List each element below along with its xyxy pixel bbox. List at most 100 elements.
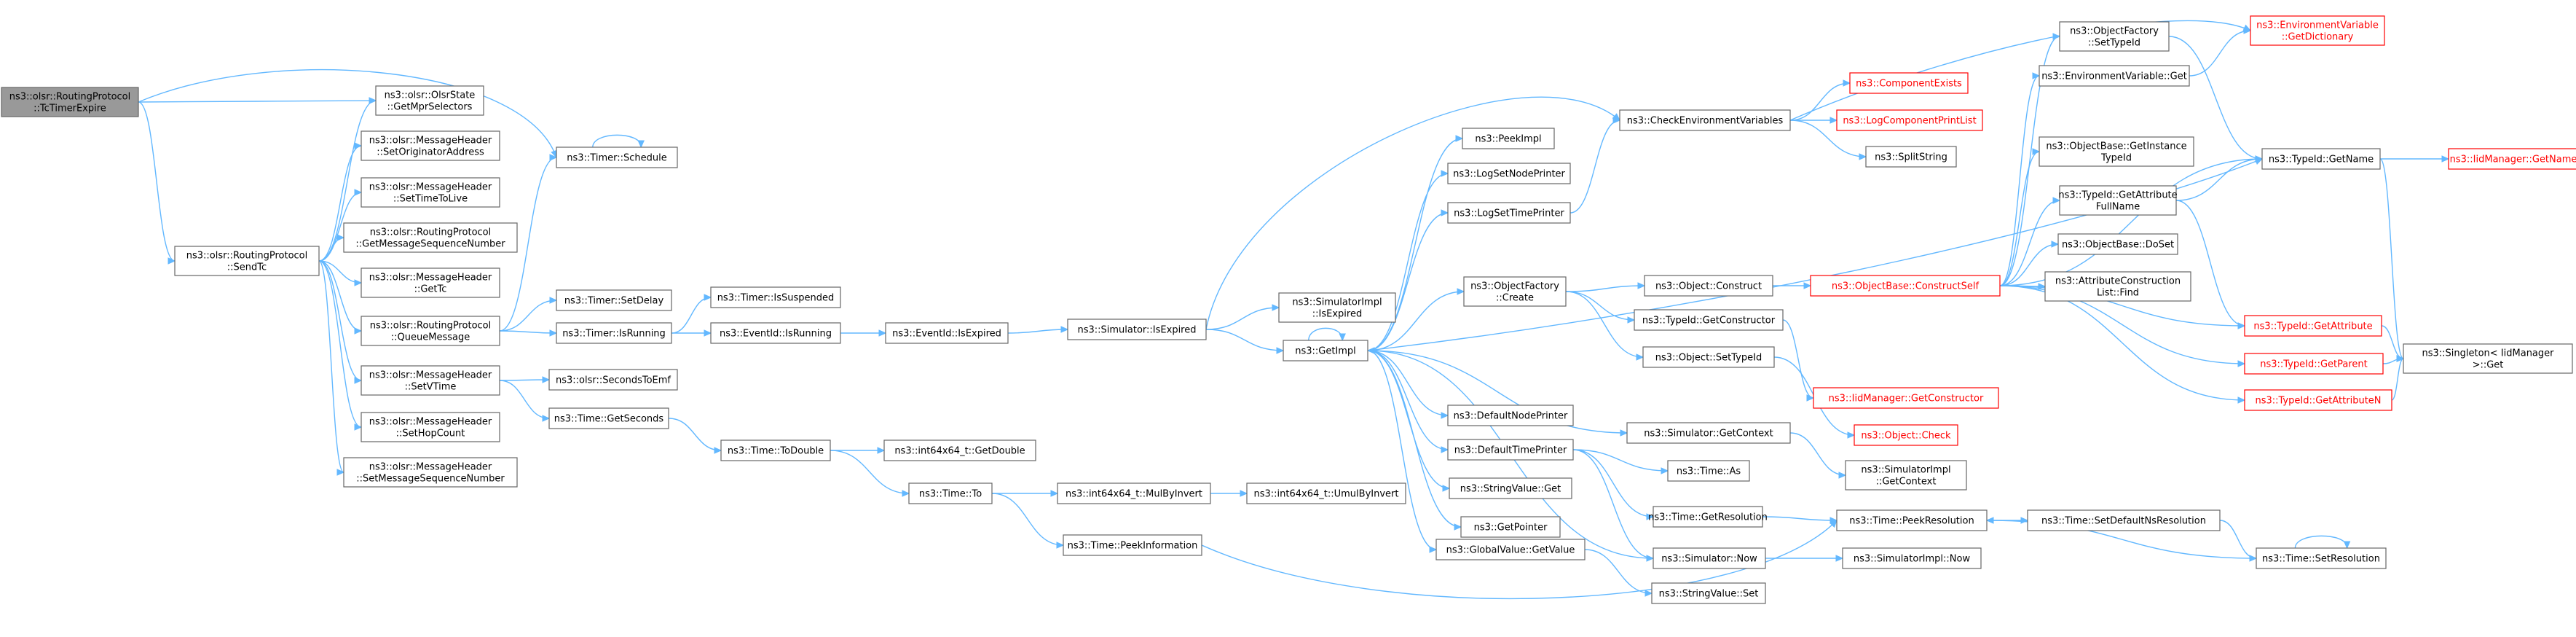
call-graph-node-sendtc[interactable]: ns3::olsr::RoutingProtocol::SendTc	[174, 246, 320, 276]
call-graph-node-typegetattr[interactable]: ns3::TypeId::GetAttribute	[2244, 315, 2382, 337]
call-graph-node-simnow[interactable]: ns3::Simulator::Now	[1653, 547, 1766, 569]
call-graph-node-simimplexpired[interactable]: ns3::SimulatorImpl::IsExpired	[1278, 292, 1396, 323]
call-graph-node-secemf[interactable]: ns3::olsr::SecondsToEmf	[548, 369, 678, 391]
node-box	[710, 286, 841, 308]
call-graph-node-setorig[interactable]: ns3::olsr::MessageHeader::SetOriginatorA…	[361, 130, 500, 161]
call-graph-node-peekinfo[interactable]: ns3::Time::PeekInformation	[1063, 534, 1202, 556]
call-graph-node-schedule[interactable]: ns3::Timer::Schedule	[556, 146, 678, 168]
node-label-line: ns3::Time::As	[1677, 466, 1741, 477]
node-label-line: ns3::Simulator::IsExpired	[1077, 325, 1196, 336]
call-graph-node-peekres[interactable]: ns3::Time::PeekResolution	[1836, 509, 1988, 531]
call-graph-node-issuspended[interactable]: ns3::Timer::IsSuspended	[710, 286, 841, 308]
node-label-line: ns3::EventId::IsRunning	[720, 329, 832, 340]
call-graph-node-sethop[interactable]: ns3::olsr::MessageHeader::SetHopCount	[361, 412, 500, 442]
call-graph-node-objsettype[interactable]: ns3::Object::SetTypeId	[1642, 346, 1775, 368]
node-label-line: ::GetDictionary	[2282, 32, 2354, 43]
call-graph-node-splitstring[interactable]: ns3::SplitString	[1865, 146, 1957, 168]
call-edge-isrunning-to-issuspended	[671, 294, 712, 334]
call-graph-node-int64getdouble[interactable]: ns3::int64x64_t::GetDouble	[883, 439, 1036, 461]
call-graph-node-typegetattrn[interactable]: ns3::TypeId::GetAttributeN	[2244, 389, 2392, 411]
call-graph-node-objconstruct[interactable]: ns3::Object::Construct	[1644, 275, 1773, 297]
call-graph-node-isrunning[interactable]: ns3::Timer::IsRunning	[556, 322, 672, 344]
call-edge-sendtc-to-getmsgseq	[318, 234, 345, 262]
node-box	[2027, 509, 2221, 531]
call-graph-node-gettc[interactable]: ns3::olsr::MessageHeader::GetTc	[361, 267, 500, 298]
node-label-line: ns3::TypeId::GetAttribute	[2253, 321, 2372, 332]
call-graph-node-peekimpl[interactable]: ns3::PeekImpl	[1462, 128, 1555, 149]
call-graph-node-typegetname[interactable]: ns3::TypeId::GetName	[2261, 148, 2381, 170]
node-label-line: ns3::ObjectFactory	[1470, 281, 1559, 292]
call-graph-node-root[interactable]: ns3::olsr::RoutingProtocol::TcTimerExpir…	[1, 87, 139, 117]
call-edge-sendtc-to-setmsgseq	[318, 260, 345, 476]
call-graph-node-simgetctx[interactable]: ns3::Simulator::GetContext	[1626, 422, 1791, 444]
node-box	[1651, 582, 1766, 604]
node-box	[361, 412, 500, 442]
call-graph-node-getres[interactable]: ns3::Time::GetResolution	[1648, 506, 1768, 528]
call-graph-node-compexists[interactable]: ns3::ComponentExists	[1849, 72, 1969, 94]
call-graph-node-setttl[interactable]: ns3::olsr::MessageHeader::SetTimeToLive	[361, 177, 500, 208]
call-graph-node-setmsgseq[interactable]: ns3::olsr::MessageHeader::SetMessageSequ…	[343, 457, 518, 488]
call-graph-node-getpointer[interactable]: ns3::GetPointer	[1460, 516, 1561, 538]
call-graph-node-envget[interactable]: ns3::EnvironmentVariable::Get	[2039, 65, 2190, 87]
call-graph-node-timeas[interactable]: ns3::Time::As	[1667, 460, 1750, 482]
call-graph-node-umulbyinvert[interactable]: ns3::int64x64_t::UmulByInvert	[1246, 482, 1406, 504]
call-graph-node-simisexpired[interactable]: ns3::Simulator::IsExpired	[1067, 318, 1207, 340]
call-graph-node-evexpired[interactable]: ns3::EventId::IsExpired	[885, 322, 1009, 344]
node-label-line: ::GetMessageSequenceNumber	[355, 239, 505, 250]
call-graph-node-strvalset[interactable]: ns3::StringValue::Set	[1651, 582, 1766, 604]
call-graph-node-setdefres[interactable]: ns3::Time::SetDefaultNsResolution	[2027, 509, 2221, 531]
node-box	[1447, 202, 1571, 224]
call-graph-node-singleton[interactable]: ns3::Singleton< IidManager >::Get	[2403, 343, 2573, 374]
node-label-line: ns3::ObjectBase::GetInstance	[2046, 141, 2186, 152]
call-graph-node-simimplctx[interactable]: ns3::SimulatorImpl::GetContext	[1845, 460, 1967, 491]
call-graph-node-checkenv[interactable]: ns3::CheckEnvironmentVariables	[1619, 109, 1791, 131]
call-graph-node-typegetctor[interactable]: ns3::TypeId::GetConstructor	[1634, 309, 1784, 331]
call-graph-node-typegetparent[interactable]: ns3::TypeId::GetParent	[2244, 353, 2384, 375]
call-graph-node-to[interactable]: ns3::Time::To	[908, 482, 993, 504]
call-graph-node-setres[interactable]: ns3::Time::SetResolution	[2256, 547, 2387, 569]
call-graph-node-strvalget[interactable]: ns3::StringValue::Get	[1449, 477, 1572, 499]
node-box	[343, 457, 518, 488]
node-label-line: ns3::TypeId::GetName	[2269, 155, 2374, 165]
node-box	[1845, 460, 1967, 491]
call-graph-node-logcomp[interactable]: ns3::LogComponentPrintList	[1836, 109, 1983, 131]
call-graph-node-objbasector[interactable]: ns3::ObjectBase::ConstructSelf	[1810, 275, 2001, 297]
node-label-line: ns3::GlobalValue::GetValue	[1446, 545, 1575, 556]
call-graph-node-setdelay[interactable]: ns3::Timer::SetDelay	[556, 289, 672, 311]
node-label-line: ns3::ComponentExists	[1856, 79, 1962, 90]
call-graph-node-getmpr[interactable]: ns3::olsr::OlsrState::GetMprSelectors	[375, 85, 484, 116]
call-graph-node-getmsgseq[interactable]: ns3::olsr::RoutingProtocol::GetMessageSe…	[343, 222, 518, 253]
call-edge-objbasector-to-envget	[1999, 72, 2041, 286]
node-label-line: ns3::olsr::MessageHeader	[369, 273, 492, 284]
node-label-line: ns3::EnvironmentVariable	[2256, 20, 2379, 31]
call-graph-node-getimpl[interactable]: ns3::GetImpl	[1283, 340, 1368, 362]
node-label-line: ns3::Object::Check	[1861, 431, 1951, 442]
call-graph-node-evrunning[interactable]: ns3::EventId::IsRunning	[710, 322, 841, 344]
call-graph-node-setvtime[interactable]: ns3::olsr::MessageHeader::SetVTime	[361, 365, 500, 396]
call-graph-node-defnode[interactable]: ns3::DefaultNodePrinter	[1447, 405, 1574, 426]
call-graph-node-iidgetname[interactable]: ns3::IidManager::GetName	[2448, 148, 2576, 170]
call-graph-node-todouble[interactable]: ns3::Time::ToDouble	[720, 439, 831, 461]
call-graph-node-logsettime[interactable]: ns3::LogSetTimePrinter	[1447, 202, 1571, 224]
call-graph-node-objcheck[interactable]: ns3::Object::Check	[1854, 424, 1958, 446]
call-graph-node-objfactsettype[interactable]: ns3::ObjectFactory::SetTypeId	[2059, 21, 2170, 52]
call-graph-node-logsetnode[interactable]: ns3::LogSetNodePrinter	[1447, 163, 1571, 184]
call-graph-node-getseconds[interactable]: ns3::Time::GetSeconds	[548, 407, 669, 429]
node-box	[1435, 539, 1586, 560]
call-graph-node-deftime[interactable]: ns3::DefaultTimePrinter	[1447, 439, 1574, 461]
call-graph-node-iidgetctor[interactable]: ns3::IidManager::GetConstructor	[1813, 387, 1999, 409]
node-box	[1653, 506, 1763, 528]
call-graph-node-queuemsg[interactable]: ns3::olsr::RoutingProtocol::QueueMessage	[361, 316, 500, 346]
call-graph-node-objfactcreate[interactable]: ns3::ObjectFactory::Create	[1463, 276, 1567, 307]
call-graph-node-globalget[interactable]: ns3::GlobalValue::GetValue	[1435, 539, 1586, 560]
call-graph-node-envgetdict[interactable]: ns3::EnvironmentVariable::GetDictionary	[2250, 15, 2385, 46]
call-graph-node-simimplnow[interactable]: ns3::SimulatorImpl::Now	[1842, 547, 1982, 569]
call-graph-node-objbasedoset[interactable]: ns3::ObjectBase::DoSet	[2057, 233, 2178, 255]
node-box	[1653, 547, 1766, 569]
node-label-line: ns3::Time::ToDouble	[728, 446, 824, 457]
node-box	[1447, 163, 1571, 184]
call-graph-node-mulbyinvert[interactable]: ns3::int64x64_t::MulByInvert	[1057, 482, 1211, 504]
